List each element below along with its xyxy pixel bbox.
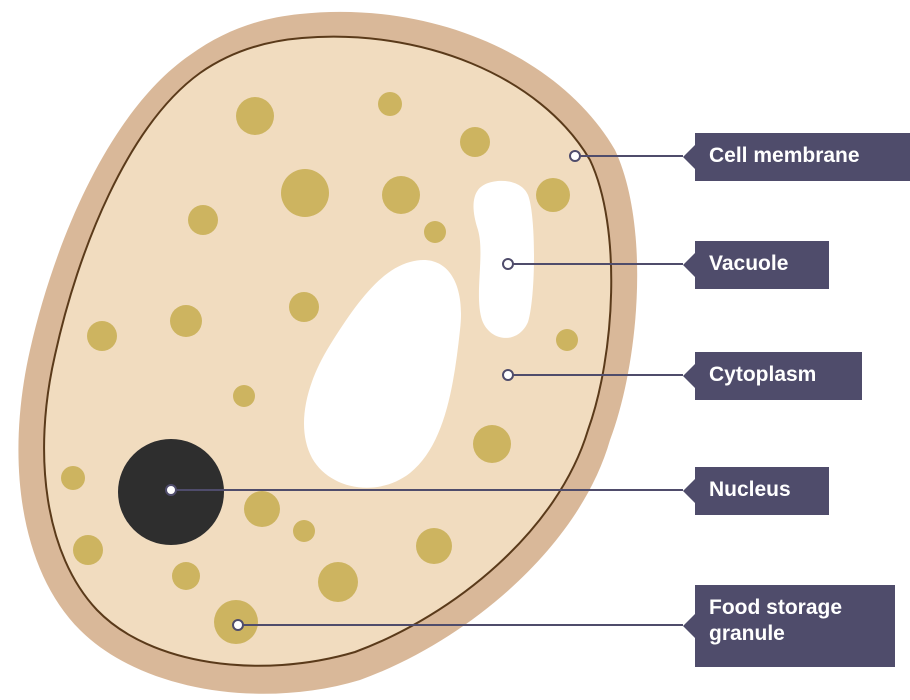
granule bbox=[289, 292, 319, 322]
pointer-dot-food-storage-granule bbox=[233, 620, 243, 630]
granule bbox=[382, 176, 420, 214]
label-cytoplasm: Cytoplasm bbox=[695, 352, 862, 400]
granule bbox=[318, 562, 358, 602]
pointer-dot-nucleus bbox=[166, 485, 176, 495]
granule bbox=[170, 305, 202, 337]
granule bbox=[378, 92, 402, 116]
label-cell-membrane: Cell membrane bbox=[695, 133, 910, 181]
granule bbox=[233, 385, 255, 407]
pointer-dot-cytoplasm bbox=[503, 370, 513, 380]
granule bbox=[172, 562, 200, 590]
granule bbox=[460, 127, 490, 157]
granule bbox=[556, 329, 578, 351]
granule bbox=[424, 221, 446, 243]
label-food-storage-granule: Food storage granule bbox=[695, 585, 895, 667]
granule bbox=[236, 97, 274, 135]
granule bbox=[73, 535, 103, 565]
granule bbox=[416, 528, 452, 564]
granule bbox=[473, 425, 511, 463]
label-vacuole: Vacuole bbox=[695, 241, 829, 289]
granule bbox=[244, 491, 280, 527]
pointer-dot-vacuole bbox=[503, 259, 513, 269]
granule bbox=[87, 321, 117, 351]
granule bbox=[536, 178, 570, 212]
granule bbox=[281, 169, 329, 217]
pointer-dot-cell-membrane bbox=[570, 151, 580, 161]
vacuole-small bbox=[474, 181, 535, 338]
granule bbox=[293, 520, 315, 542]
granule bbox=[188, 205, 218, 235]
label-nucleus: Nucleus bbox=[695, 467, 829, 515]
granule bbox=[61, 466, 85, 490]
